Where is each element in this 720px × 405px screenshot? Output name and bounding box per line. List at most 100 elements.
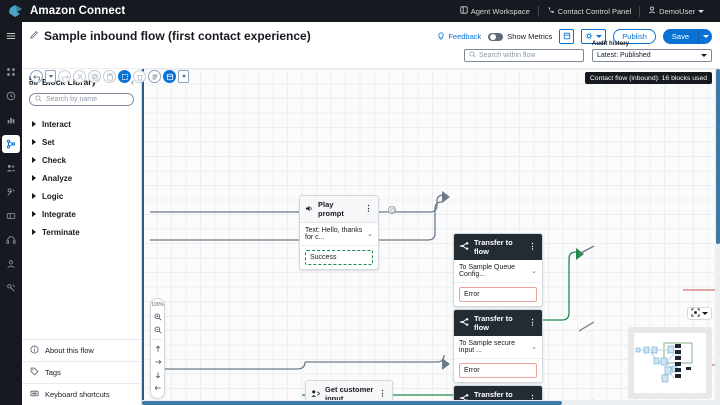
canvas-horizontal-scrollbar[interactable] <box>142 400 720 405</box>
transfer-icon <box>459 242 470 252</box>
user-menu[interactable]: DemoUser <box>640 6 712 16</box>
sidebar-item-menu[interactable] <box>2 27 20 45</box>
block-menu-icon[interactable]: ⋮ <box>528 318 537 327</box>
fit-to-screen-icon[interactable] <box>691 307 700 320</box>
save-dropdown-button[interactable] <box>698 29 712 44</box>
category-check[interactable]: Check <box>22 151 141 169</box>
pan-left-button[interactable] <box>152 382 163 393</box>
feedback-link[interactable]: Feedback <box>437 31 481 42</box>
category-set[interactable]: Set <box>22 133 141 151</box>
agent-workspace-link[interactable]: Agent Workspace <box>452 6 538 16</box>
contact-control-panel-link[interactable]: Contact Control Panel <box>539 6 639 16</box>
block-play-prompt[interactable]: Play prompt ⋮ Text: Hello, thanks for c.… <box>299 195 379 270</box>
category-label: Interact <box>42 119 71 129</box>
category-integrate[interactable]: Integrate <box>22 205 141 223</box>
save-button[interactable]: Save <box>662 29 698 44</box>
block-library-panel: Block Library ‹ Search by name Interact … <box>22 69 142 405</box>
sidebar-item-routing[interactable] <box>2 87 20 105</box>
search-within-flow-input[interactable]: Search within flow <box>464 49 584 62</box>
flow-settings-button[interactable] <box>581 29 607 44</box>
blocks-used-tooltip: Contact flow (inbound): 16 blocks used <box>584 72 712 84</box>
pencil-icon[interactable] <box>30 30 39 42</box>
sidebar-item-channels[interactable] <box>2 207 20 225</box>
keyboard-shortcuts-button[interactable]: Keyboard shortcuts <box>22 383 141 405</box>
divider <box>153 339 162 340</box>
flow-properties-button[interactable] <box>559 29 575 44</box>
chevron-right-icon <box>32 193 36 199</box>
minimap-graph <box>635 342 693 383</box>
layout-dropdown-button[interactable] <box>178 70 189 83</box>
redo-button[interactable] <box>58 70 71 83</box>
block-header: Play prompt ⋮ <box>300 196 378 223</box>
category-logic[interactable]: Logic <box>22 187 141 205</box>
port-success[interactable]: Success <box>305 250 373 265</box>
flow-title-row: Sample inbound flow (first contact exper… <box>30 29 311 43</box>
category-label: Analyze <box>42 173 73 183</box>
notes-button[interactable] <box>148 70 161 83</box>
block-library-title: Block Library <box>42 77 97 87</box>
scrollbar-thumb[interactable] <box>715 69 720 244</box>
sidebar-item-dashboard[interactable] <box>2 63 20 81</box>
block-menu-icon[interactable]: ⋮ <box>528 242 537 251</box>
canvas-vertical-scrollbar[interactable] <box>715 69 720 405</box>
block-setting-value: To Sample secure input ... <box>459 340 516 354</box>
block-ports: Success <box>300 246 378 269</box>
port-error[interactable]: Error <box>459 287 537 302</box>
minimap-panel[interactable] <box>628 327 712 399</box>
copy-button[interactable] <box>88 70 101 83</box>
block-transfer-to-flow-2[interactable]: Transfer to flow ⋮ To Sample secure inpu… <box>453 309 543 383</box>
zoom-level-label: 100% <box>151 302 164 308</box>
paste-button[interactable] <box>103 70 116 83</box>
category-terminate[interactable]: Terminate <box>22 223 141 241</box>
block-setting-select[interactable]: Text: Hello, thanks for c... ⌄ <box>300 223 378 246</box>
sidebar-item-settings[interactable] <box>2 279 20 297</box>
sidebar-item-agents[interactable] <box>2 183 20 201</box>
block-menu-icon[interactable]: ⋮ <box>378 389 387 398</box>
block-setting-value: To Sample Queue Config... <box>459 264 516 278</box>
sidebar-item-users[interactable] <box>2 159 20 177</box>
undo-button[interactable] <box>30 70 43 83</box>
pan-up-button[interactable] <box>152 343 163 354</box>
pan-down-button[interactable] <box>152 369 163 380</box>
publish-button[interactable]: Publish <box>613 29 656 44</box>
caret-down-icon[interactable] <box>702 312 708 315</box>
category-interact[interactable]: Interact <box>22 115 141 133</box>
undo-dropdown-button[interactable] <box>45 70 56 83</box>
user-icon <box>648 6 656 16</box>
flow-anchor-node[interactable] <box>388 206 396 214</box>
about-this-flow-button[interactable]: About this flow <box>22 339 141 361</box>
block-setting-select[interactable]: To Sample Queue Config... ⌄ <box>454 260 542 283</box>
category-analyze[interactable]: Analyze <box>22 169 141 187</box>
sidebar-item-analytics[interactable] <box>2 111 20 129</box>
about-this-flow-label: About this flow <box>45 346 94 355</box>
grid-icon <box>6 67 16 77</box>
chevron-right-icon <box>32 157 36 163</box>
scrollbar-thumb[interactable] <box>142 400 562 405</box>
amazon-connect-logo-icon <box>8 4 24 18</box>
show-metrics-toggle[interactable]: Show Metrics <box>488 32 552 41</box>
flow-header: Sample inbound flow (first contact exper… <box>22 22 720 83</box>
delete-button[interactable] <box>133 70 146 83</box>
pan-right-button[interactable] <box>152 356 163 367</box>
layout-button[interactable] <box>163 70 176 83</box>
tags-button[interactable]: Tags <box>22 361 141 383</box>
block-transfer-to-flow-1[interactable]: Transfer to flow ⋮ To Sample Queue Confi… <box>453 233 543 307</box>
port-error[interactable]: Error <box>459 363 537 378</box>
block-menu-icon[interactable]: ⋮ <box>364 204 373 213</box>
sidebar-item-profile[interactable] <box>2 255 20 273</box>
flow-canvas[interactable]: Contact flow (inbound): 16 blocks used <box>142 69 720 405</box>
zoom-out-button[interactable] <box>152 324 163 335</box>
brand[interactable]: Amazon Connect <box>8 4 125 18</box>
select-all-button[interactable] <box>118 70 131 83</box>
block-search-input[interactable]: Search by name <box>29 93 134 106</box>
block-header: Transfer to flow ⋮ <box>454 234 542 260</box>
cut-button[interactable] <box>73 70 86 83</box>
chevron-left-icon[interactable]: ‹ <box>131 77 134 87</box>
block-setting-select[interactable]: To Sample secure input ... ⌄ <box>454 336 542 359</box>
audit-history-select[interactable]: Latest: Published <box>592 49 712 62</box>
sidebar-item-flows[interactable] <box>2 135 20 153</box>
sidebar-item-support[interactable] <box>2 231 20 249</box>
block-setting-value: Text: Hello, thanks for c... <box>305 227 363 241</box>
block-menu-icon[interactable]: ⋮ <box>528 394 537 403</box>
zoom-in-button[interactable] <box>152 311 163 322</box>
